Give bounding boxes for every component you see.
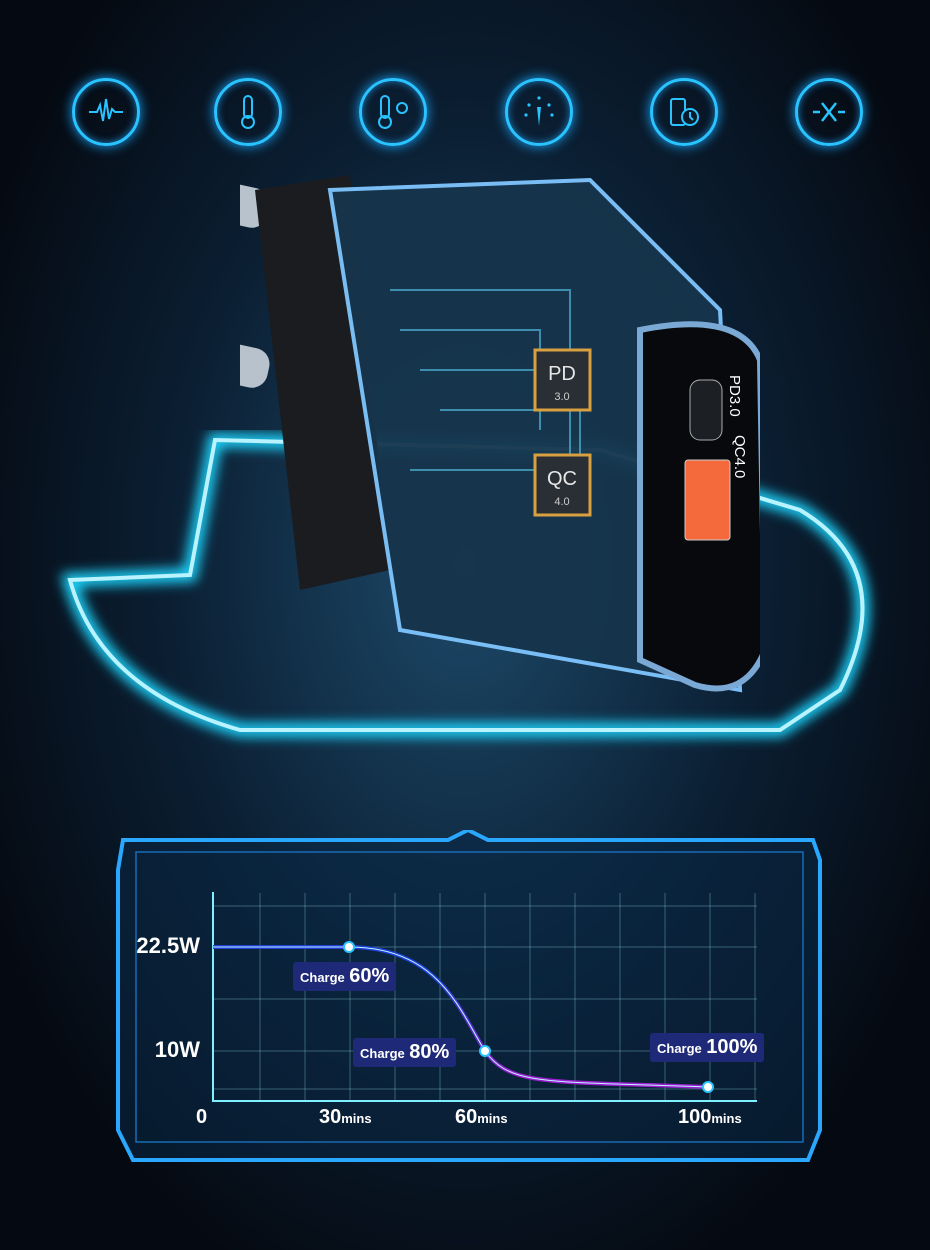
data-point bbox=[702, 1081, 714, 1093]
annotation-prefix: Charge bbox=[657, 1041, 702, 1056]
x-tick-value: 0 bbox=[196, 1106, 208, 1128]
feature-icons bbox=[0, 78, 930, 148]
charge-annotation: Charge 60% bbox=[293, 962, 397, 991]
x-tick-unit: mins bbox=[477, 1111, 508, 1126]
chart-frame bbox=[116, 830, 822, 1162]
annotation-prefix: Charge bbox=[360, 1046, 405, 1061]
x-tick-unit: mins bbox=[341, 1111, 372, 1126]
battery-clock-icon bbox=[650, 78, 718, 146]
annotation-value: 80% bbox=[409, 1041, 450, 1063]
annotation-value: 100% bbox=[706, 1036, 758, 1058]
power-curve bbox=[213, 945, 709, 1089]
charge-annotation: Charge 80% bbox=[353, 1038, 457, 1067]
thermometer-icon bbox=[214, 78, 282, 146]
y-tick-text: 22.5W bbox=[136, 933, 200, 958]
svg-text:QC: QC bbox=[547, 468, 577, 490]
data-point bbox=[343, 941, 355, 953]
temperature-light-icon bbox=[359, 78, 427, 146]
charger-image: PD 3.0 QC 4.0 PD3.0 QC4.0 bbox=[159, 170, 769, 700]
data-point bbox=[479, 1045, 491, 1057]
y-tick-text: 10W bbox=[154, 1037, 200, 1062]
x-tick-label: 60mins bbox=[455, 1106, 508, 1129]
x-tick-label: 0 bbox=[196, 1106, 207, 1129]
x-tick-value: 30 bbox=[319, 1106, 342, 1128]
svg-text:PD3.0: PD3.0 bbox=[726, 375, 743, 417]
y-tick-label: 22.5W bbox=[136, 933, 200, 959]
charge-annotation: Charge 100% bbox=[650, 1033, 765, 1062]
power-curve-highlight bbox=[213, 946, 709, 1088]
x-tick-value: 100 bbox=[678, 1106, 712, 1128]
svg-text:4.0: 4.0 bbox=[554, 496, 569, 508]
svg-text:PD: PD bbox=[548, 363, 576, 385]
waveform-icon bbox=[72, 78, 140, 146]
svg-text:QC4.0: QC4.0 bbox=[731, 435, 748, 478]
x-tick-unit: mins bbox=[711, 1111, 742, 1126]
x-tick-value: 60 bbox=[455, 1106, 478, 1128]
y-tick-label: 10W bbox=[155, 1037, 200, 1063]
short-circuit-icon bbox=[795, 78, 863, 146]
glow-ring bbox=[60, 432, 870, 737]
annotation-prefix: Charge bbox=[300, 970, 345, 985]
svg-text:3.0: 3.0 bbox=[554, 391, 569, 403]
speedometer-icon bbox=[505, 78, 573, 146]
annotation-value: 60% bbox=[349, 965, 390, 987]
x-tick-label: 100mins bbox=[678, 1106, 742, 1129]
x-tick-label: 30mins bbox=[319, 1106, 372, 1129]
